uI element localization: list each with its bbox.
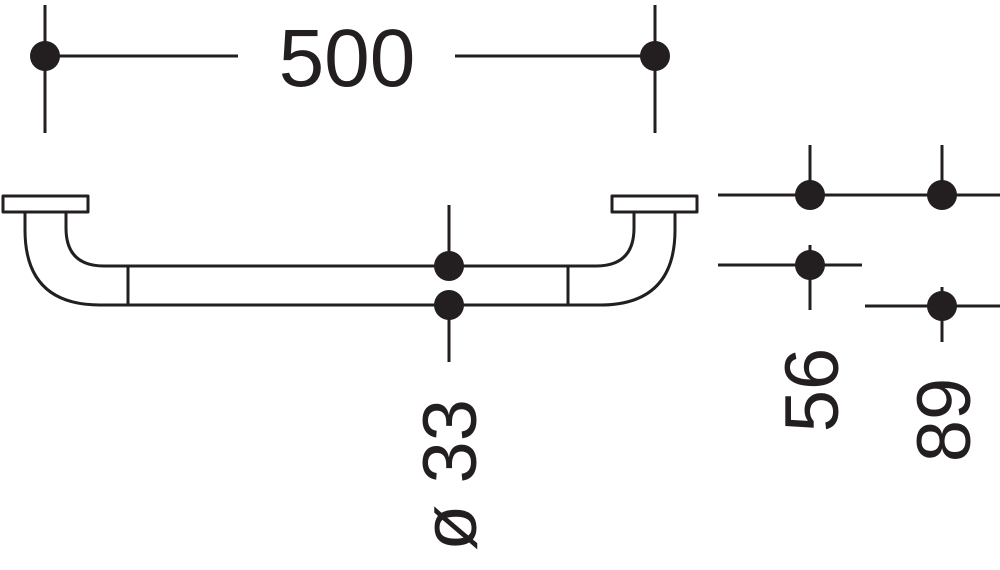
width-label: 500 [279,13,416,104]
right-bend-inner [568,212,636,268]
depth-dimensions [718,145,1000,342]
depth-marker-top [927,180,957,210]
left-bend-inner [64,212,128,268]
projection-marker-top [795,180,825,210]
left-wall-flange [1,194,90,214]
projection-label: 56 [770,348,855,433]
diameter-marker-bottom [434,290,464,320]
left-bend-outer [23,212,128,307]
right-wall-flange [610,194,699,214]
projection-marker-bottom [795,250,825,280]
depth-marker-bottom [927,291,957,321]
right-bend-outer [568,212,677,307]
diameter-marker-top [434,251,464,281]
grab-bar-outline [1,194,699,307]
width-marker-right [640,41,670,71]
width-marker-left [30,41,60,71]
diameter-label: ø 33 [408,399,493,551]
depth-label: 89 [902,378,987,463]
